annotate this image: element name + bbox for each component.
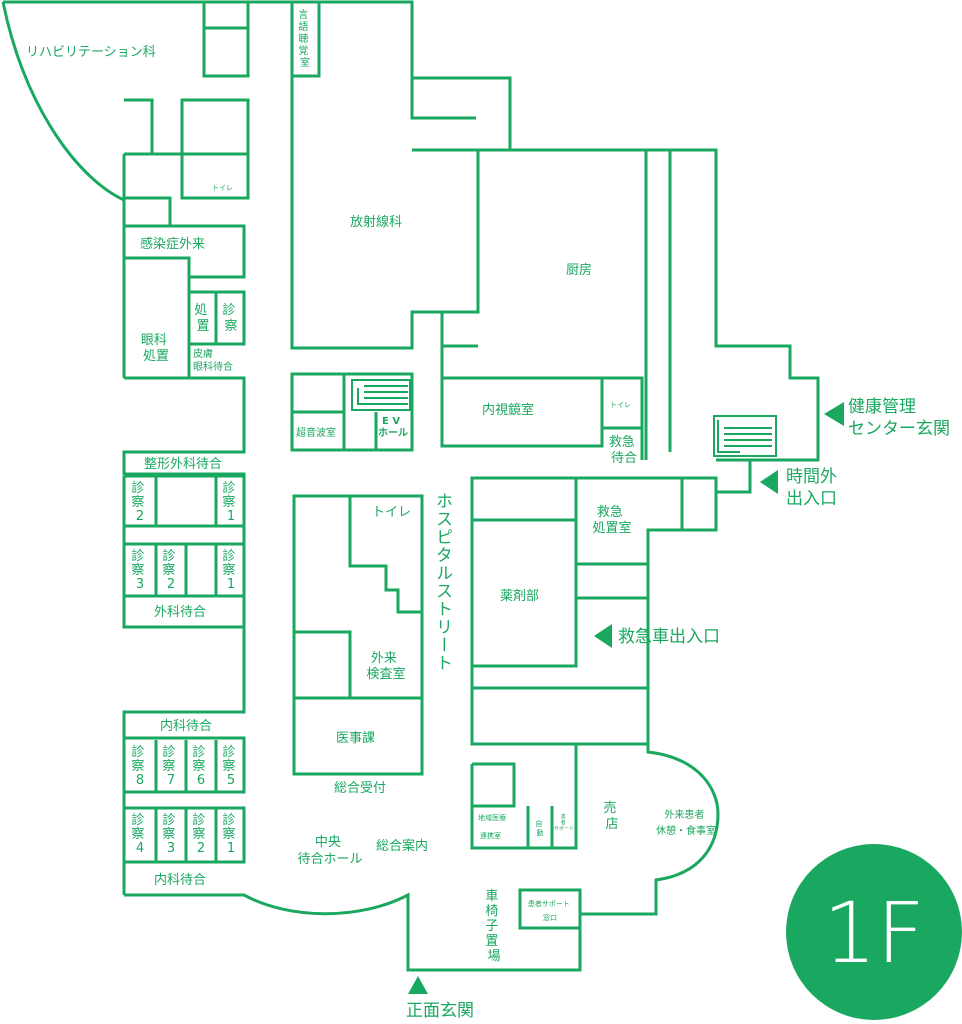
rest-room-label: 外来患者 休憩・食事室 — [656, 809, 716, 837]
surg-room-3: 診 察 3 — [131, 548, 148, 592]
stairs-ev — [351, 379, 411, 411]
int-wait-top-label: 内科待合 — [160, 718, 212, 734]
ev-hall-label: E V ホール — [378, 416, 408, 439]
outpatient-lab-label: 外来 検査室 — [366, 651, 405, 682]
medical-affairs-label: 医事課 — [336, 730, 375, 746]
pharmacy-label: 薬剤部 — [500, 588, 539, 604]
ortho-room-2: 診 察 2 — [131, 480, 148, 524]
shinsatsu-label: 診 察 — [222, 302, 239, 334]
infection-label: 感染症外来 — [140, 236, 205, 252]
room-labels: リハビリテーション科 言 語 聴 覚 室 トイレ 感染症外来 放射線科 厨房 眼… — [26, 8, 950, 1021]
rehab-label: リハビリテーション科 — [26, 45, 156, 60]
kitchen-label: 厨房 — [566, 262, 592, 278]
shochi-label: 処 置 — [194, 303, 211, 334]
floor-label: 1F — [823, 884, 925, 982]
toilet-center-label: トイレ — [372, 505, 411, 520]
int-room-7: 診 察 7 — [162, 744, 179, 788]
regional-label: 地域医療 連携室 — [478, 813, 508, 840]
int-room-8: 診 察 8 — [131, 744, 148, 788]
floor-badge — [786, 844, 962, 1020]
ortho-room-1: 診 察 1 — [222, 480, 239, 524]
info-label: 総合案内 — [376, 838, 428, 854]
ambulance-arrow-icon — [594, 624, 612, 648]
wheelchair-label: 車 椅 子 置 場 — [485, 889, 502, 964]
health-entrance-arrow-icon — [824, 402, 844, 426]
er-proc-label: 救急 処置室 — [592, 504, 631, 536]
endoscopy-label: 内視鏡室 — [482, 402, 534, 418]
central-hall-label: 中央 待合ホール — [297, 835, 362, 867]
int-room-5: 診 察 5 — [222, 744, 239, 788]
surg-room-1: 診 察 1 — [222, 548, 239, 592]
ultrasound-label: 超音波室 — [296, 426, 336, 439]
toilet-endo-label: トイレ — [610, 401, 631, 409]
walls — [1, 0, 820, 972]
hospital-street-label: ホスピタルストリート — [432, 492, 452, 672]
surg-room-2: 診 察 2 — [162, 548, 179, 592]
night-entrance-label: 時間外 出入口 — [786, 467, 842, 509]
stairs-health — [713, 415, 777, 457]
int-room-4: 診 察 4 — [131, 812, 148, 856]
ambulance-label: 救急車出入口 — [618, 627, 720, 647]
night-entrance-arrow-icon — [760, 470, 778, 494]
int-room-6: 診 察 6 — [192, 744, 209, 788]
surg-wait-label: 外科待合 — [154, 605, 206, 620]
int-room-1: 診 察 1 — [222, 812, 239, 856]
shop-label: 売 店 — [603, 800, 620, 832]
er-wait-label: 救急 待合 — [609, 434, 639, 466]
support-window-label: 患者サポート 窓口 — [528, 899, 572, 922]
reception-label: 総合受付 — [334, 781, 386, 796]
derm-eye-wait-label: 皮膚 眼科待合 — [193, 347, 233, 373]
radiology-label: 放射線科 — [350, 214, 402, 230]
int-wait-bottom-label: 内科待合 — [154, 872, 206, 888]
patient-support-small-label: 患 者 サポート — [554, 813, 574, 832]
toilet-nw-label: トイレ — [212, 184, 233, 192]
speech-room-label: 言 語 聴 覚 室 — [298, 8, 311, 69]
health-entrance-label: 健康管理 センター玄関 — [848, 397, 950, 439]
eye-proc-label: 眼科 処置 — [141, 333, 171, 364]
ortho-wait-label: 整形外科待合 — [144, 457, 222, 472]
main-entrance-arrow-icon — [408, 976, 428, 994]
int-room-2: 診 察 2 — [192, 812, 209, 856]
int-room-3: 診 察 3 — [162, 812, 179, 856]
main-entrance-label: 正面玄関 — [406, 1001, 474, 1021]
vending-label: 自 動 — [535, 819, 544, 837]
